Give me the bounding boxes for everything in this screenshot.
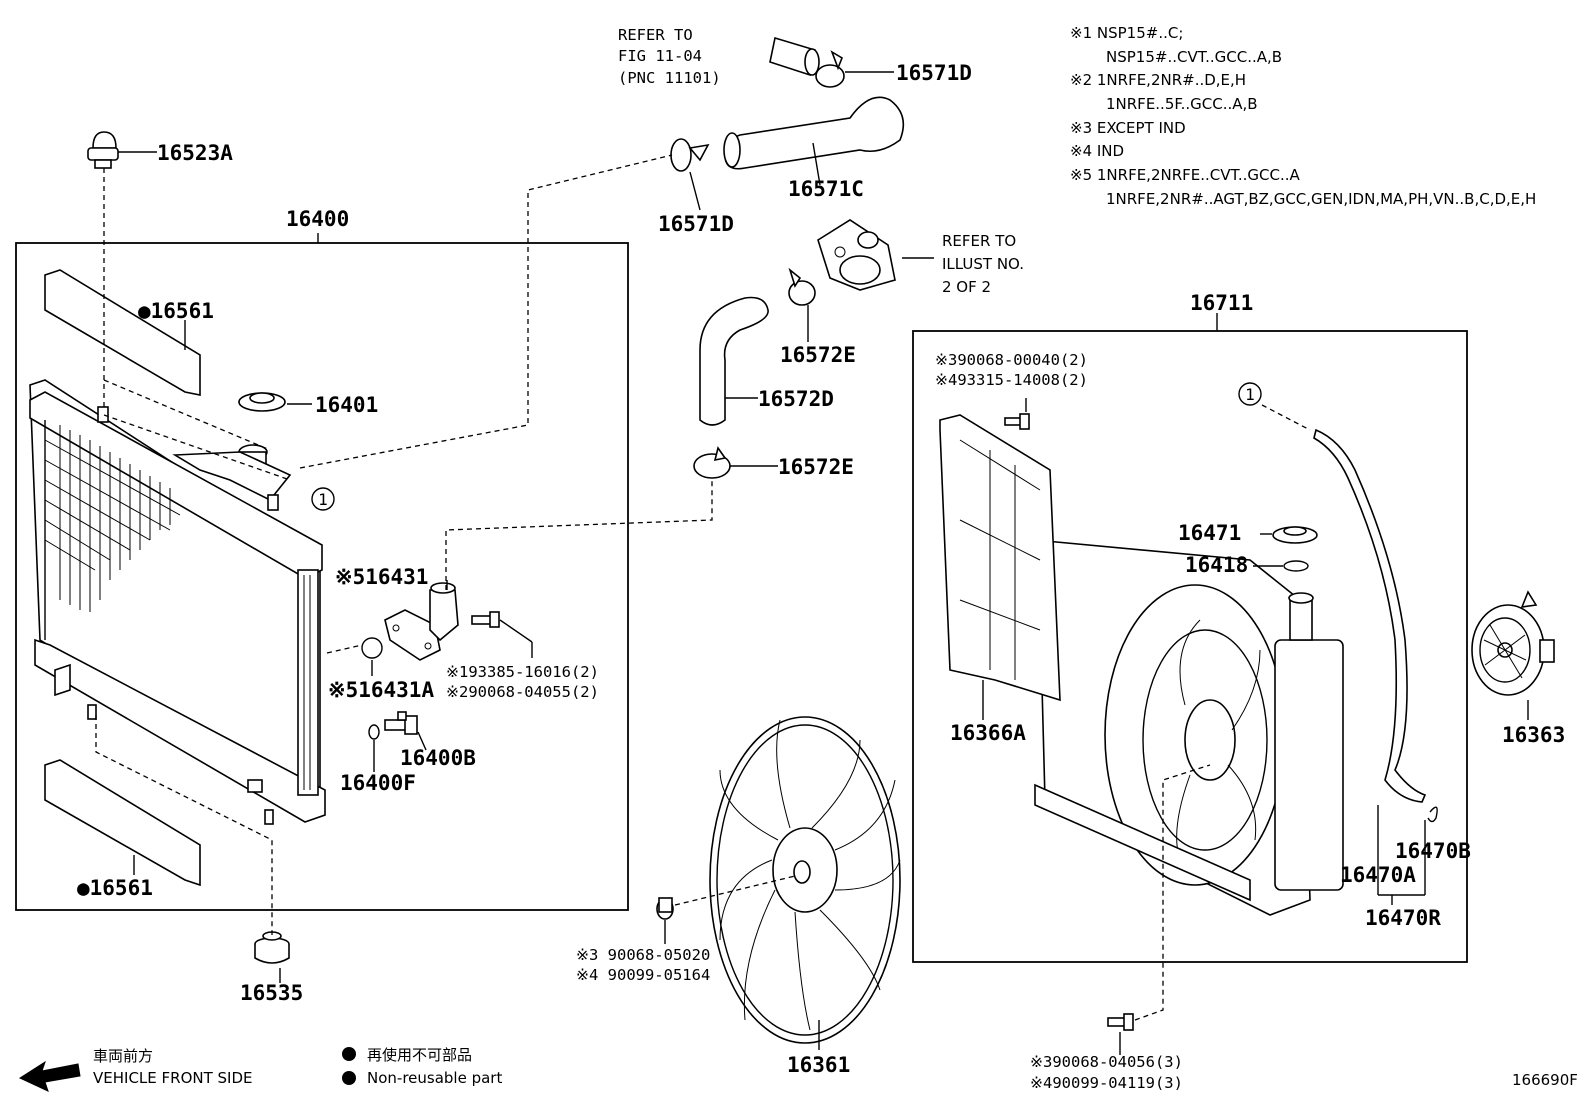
cushion-16523A-drawing [87,131,119,169]
seal-pad-bottom [44,759,201,887]
fan-motor-drawing [1471,590,1555,696]
label-bolt-90099-04119: ※490099-04119(3) [1030,1074,1183,1092]
gasket-16418 [1283,560,1309,572]
leader-lines [118,71,1529,1055]
label-16523A: 16523A [157,141,233,165]
water-outlet-drawing [384,582,459,661]
fig-ref-line2: FIG 11-04 [618,47,702,65]
label-bolt-90068-00040: ※390068-00040(2) [935,351,1088,369]
seal-pad-top [44,269,201,396]
label-nut-90068-05020: ※3 90068-05020 [576,946,710,964]
svg-text:※3 EXCEPT IND: ※3 EXCEPT IND [1070,119,1186,137]
applicability-notes: ※1 NSP15#..C; NSP15#..CVT..GCC..A,B ※2 1… [1070,24,1536,208]
bolt-93385-drawing [471,611,500,628]
svg-text:1: 1 [1245,385,1255,404]
label-16470B: 16470B [1395,839,1471,863]
diagram-number: 166690F [1512,1071,1578,1089]
clamp-16572E-bottom [693,446,731,479]
nonreusable-dot-jp [342,1047,356,1061]
label-16561-top: ●16561 [138,299,214,323]
label-16571D-left: 16571D [658,212,734,236]
svg-text:1: 1 [318,490,328,509]
bolt-90068-00040-drawing [1004,413,1030,430]
vehicle-front-arrow [18,1060,81,1092]
bolt-90068-04056-drawing [1107,1013,1134,1031]
clamp-16572E-top [788,267,816,306]
circled-ref-radiator: 1 [311,487,335,511]
label-16418: 16418 [1185,553,1248,577]
svg-text:※4 IND: ※4 IND [1070,142,1124,160]
label-bolt-93315-14008: ※493315-14008(2) [935,371,1088,389]
vehicle-front-jp: 車両前方 [93,1047,153,1065]
label-16431: ※516431 [335,565,428,589]
clamp-16571D-top [815,50,845,88]
label-16535: 16535 [240,981,303,1005]
label-16400F: 16400F [340,771,416,795]
shroud-plate-16366A [939,414,1061,702]
svg-text:※1 NSP15#..C;: ※1 NSP15#..C; [1070,24,1183,42]
fig-ref-line3: (PNC 11101) [618,69,721,87]
dashed-assembly-lines [95,154,1311,1021]
svg-text:※2 1NRFE,2NR#..D,E,H: ※2 1NRFE,2NR#..D,E,H [1070,71,1246,89]
fan-shroud-assembly-box [912,330,1468,963]
label-16572D: 16572D [758,387,834,411]
label-16400B: 16400B [400,746,476,770]
illust-ref-line3: 2 OF 2 [942,278,991,296]
label-bolt-93385: ※193385-16016(2) [446,663,599,681]
label-16363: 16363 [1502,723,1565,747]
nonreusable-jp: 再使用不可部品 [367,1046,472,1064]
radiator-core-drawing [29,379,326,825]
label-16366A: 16366A [950,721,1026,745]
svg-text:NSP15#..CVT..GCC..A,B: NSP15#..CVT..GCC..A,B [1106,48,1282,66]
o-ring-16431A [361,637,383,659]
nonreusable-en: Non-reusable part [367,1069,502,1087]
radiator-assembly-box [15,242,629,911]
illust-ref-line2: ILLUST NO. [942,255,1024,273]
label-16572E-bottom: 16572E [778,455,854,479]
label-16401: 16401 [315,393,378,417]
svg-text:1NRFE..5F..GCC..A,B: 1NRFE..5F..GCC..A,B [1106,95,1258,113]
label-16572E-top: 16572E [780,343,856,367]
label-16711: 16711 [1190,291,1253,315]
fig-ref-line1: REFER TO [618,26,693,44]
reservoir-cap-drawing [1272,526,1318,544]
water-inlet-housing-drawing [817,219,896,291]
label-16471: 16471 [1178,521,1241,545]
gasket-16400F [368,724,380,740]
label-bolt-90068-04056: ※390068-04056(3) [1030,1053,1183,1071]
vehicle-front-en: VEHICLE FRONT SIDE [93,1069,253,1087]
label-nut-90099-05164: ※4 90099-05164 [576,966,710,984]
svg-text:1NRFE,2NR#..AGT,BZ,GCC,GEN,IDN: 1NRFE,2NR#..AGT,BZ,GCC,GEN,IDN,MA,PH,VN.… [1106,190,1536,208]
drain-cock-drawing [384,711,418,735]
label-bolt-90068-04055: ※290068-04055(2) [446,683,599,701]
nonreusable-dot-en [342,1071,356,1085]
cushion-16535-drawing [254,931,290,964]
radiator-cap-drawing [238,392,286,412]
label-16470R: 16470R [1365,906,1441,930]
label-16571C: 16571C [788,177,864,201]
label-16361: 16361 [787,1053,850,1077]
radiator-hose-lower [699,296,769,426]
fan-shroud-drawing [1034,539,1344,916]
label-16470A: 16470A [1340,863,1416,887]
clamp-16571D-left [670,138,710,172]
fan-nut-drawing [656,897,674,920]
circled-ref-hose: 1 [1238,382,1262,406]
radiator-hose-upper [724,96,905,170]
label-16571D-top: 16571D [896,61,972,85]
svg-text:※5 1NRFE,2NRFE..CVT..GCC..A: ※5 1NRFE,2NRFE..CVT..GCC..A [1070,166,1301,184]
hose-clip-16470B [1427,806,1438,823]
overflow-hose [1313,428,1427,803]
illust-ref-line1: REFER TO [942,232,1016,250]
label-16431A: ※516431A [328,678,434,702]
label-16400: 16400 [286,207,349,231]
label-16561-bottom: ●16561 [77,876,153,900]
inlet-pipe-drawing [769,36,820,77]
cooling-fan-drawing [709,716,901,1044]
